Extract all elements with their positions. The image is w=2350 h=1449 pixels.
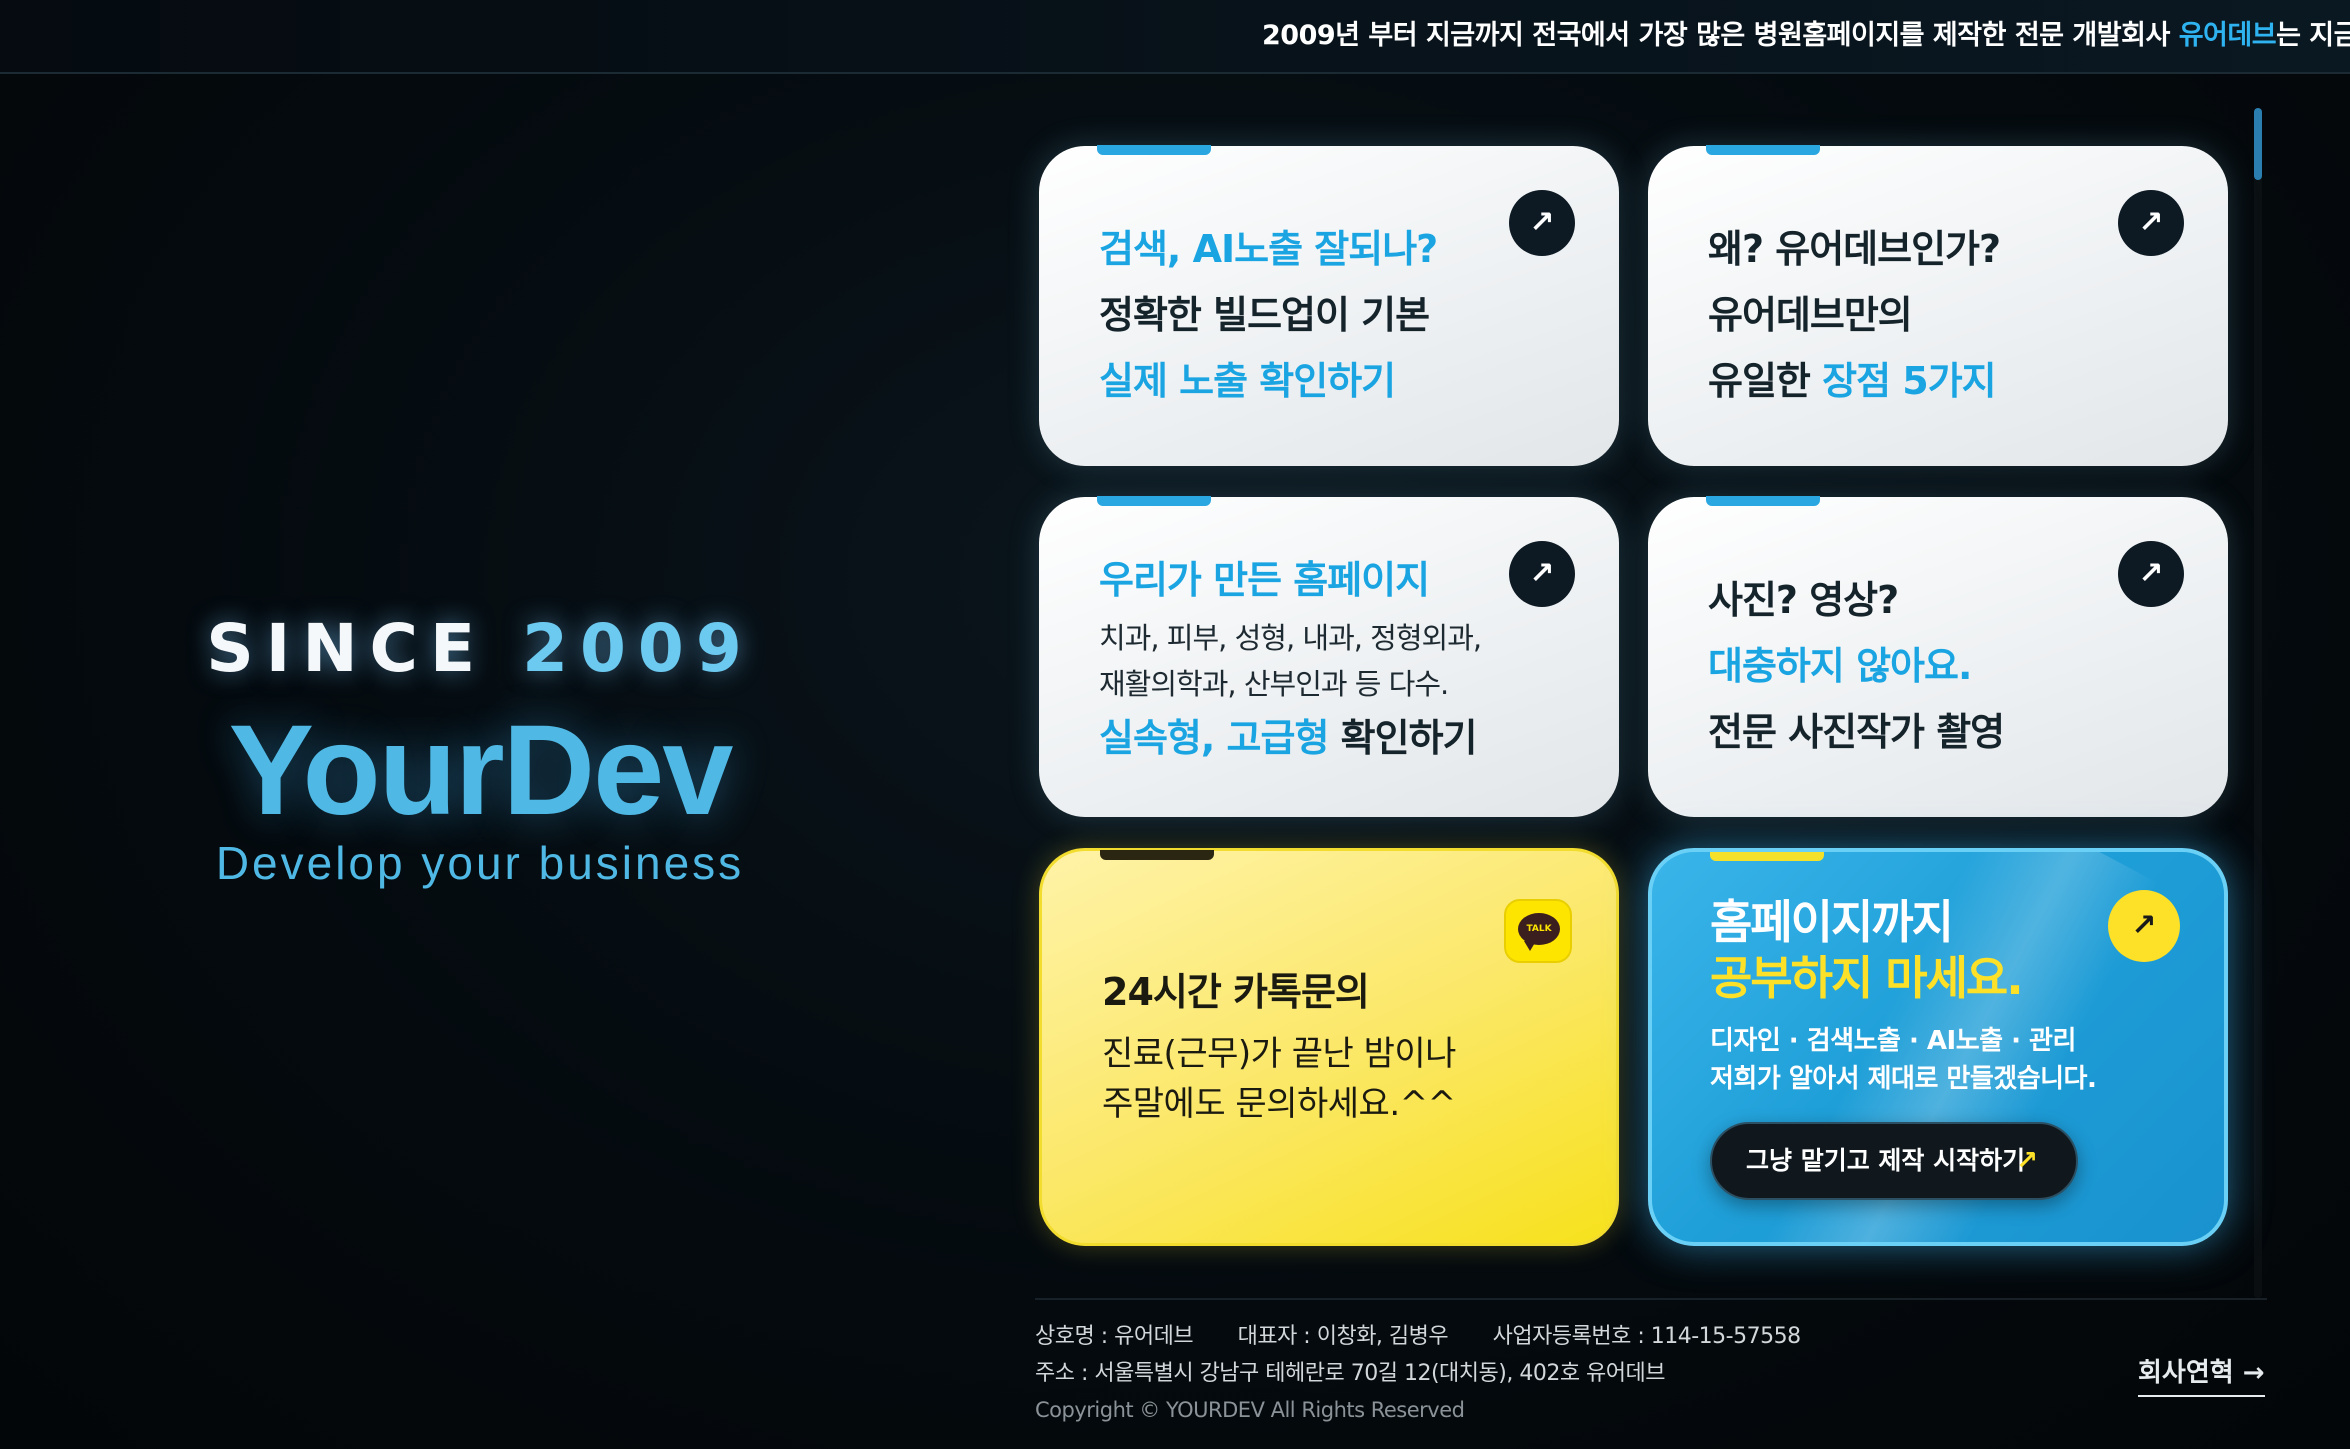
ticker-highlight: 유어데브 (2178, 20, 2277, 51)
card-text-highlight: 대충하지 않아요. (1708, 644, 1972, 688)
card-text: 치과, 피부, 성형, 내과, 정형외과, (1099, 621, 1482, 655)
card-title: 왜? 유어데브인가? (1708, 227, 2001, 271)
start-production-button[interactable]: 그냥 맡기고 제작 시작하기 ↗ (1710, 1122, 2078, 1200)
card-text: 유어데브만의 (1708, 293, 1913, 337)
card-text-suffix: 확인하기 (1328, 716, 1478, 760)
footer-biz-number: 사업자등록번호 : 114-15-57558 (1492, 1324, 1801, 1349)
announcement-ticker: 2009년 부터 지금까지 전국에서 가장 많은 병원홈페이지를 제작한 전문 … (0, 0, 2350, 74)
footer-company: 상호명 : 유어데브 (1035, 1324, 1194, 1349)
since-heading: SINCE 2009 (160, 610, 800, 687)
card-text-highlight: 장점 5가지 (1822, 359, 1997, 403)
card-link-text: 실제 노출 확인하기 (1099, 359, 1396, 403)
card-tab (1097, 496, 1211, 506)
card-text: 진료(근무)가 끝난 밤이나 (1102, 1034, 1456, 1074)
card-link-text: 실속형, 고급형 확인하기 (1099, 705, 1481, 771)
since-label: SINCE (206, 610, 523, 687)
card-text: 주말에도 문의하세요.^^ (1102, 1084, 1456, 1124)
footer-divider (1035, 1298, 2267, 1300)
scrollbar-track[interactable] (2254, 108, 2262, 1298)
cta-title-line2: 공부하지 마세요. (1710, 951, 2024, 1005)
card-tab (1706, 496, 1820, 506)
arrow-up-right-icon[interactable]: ↗ (2118, 190, 2184, 256)
card-tab (1706, 145, 1820, 155)
arrow-up-right-icon: ↗ (2016, 1146, 2038, 1176)
ticker-text-before: 2009년 부터 지금까지 전국에서 가장 많은 병원홈페이지를 제작한 전문 … (1262, 20, 2179, 51)
card-text: 정확한 빌드업이 기본 (1099, 293, 1430, 337)
card-title: 24시간 카톡문의 (1102, 970, 1370, 1014)
card-text-strengths: 유일한 장점 5가지 (1708, 348, 2000, 414)
brand-tagline: Develop your business (215, 837, 745, 889)
arrow-up-right-icon[interactable]: ↗ (2118, 541, 2184, 607)
card-search-exposure[interactable]: ↗ 검색, AI노출 잘되나? 정확한 빌드업이 기본 실제 노출 확인하기 (1039, 145, 1619, 466)
card-tab (1710, 852, 1824, 861)
footer-copyright: Copyright © YOURDEV All Rights Reserved (1035, 1398, 1465, 1422)
card-portfolio[interactable]: ↗ 우리가 만든 홈페이지 치과, 피부, 성형, 내과, 정형외과, 재활의학… (1039, 496, 1619, 817)
start-production-button-label: 그냥 맡기고 제작 시작하기 (1746, 1146, 2026, 1175)
talk-bubble-tail (1524, 941, 1536, 951)
footer-info: 상호명 : 유어데브 대표자 : 이창화, 김병우 사업자등록번호 : 114-… (1035, 1318, 1839, 1429)
footer-row-company: 상호명 : 유어데브 대표자 : 이창화, 김병우 사업자등록번호 : 114-… (1035, 1318, 1839, 1355)
arrow-up-right-icon[interactable]: ↗ (1509, 190, 1575, 256)
cta-title-line1: 홈페이지까지 (1710, 895, 1954, 949)
card-title: 우리가 만든 홈페이지 (1099, 558, 1430, 602)
card-text: 전문 사진작가 촬영 (1708, 710, 2005, 754)
card-text-prefix: 유일한 (1708, 359, 1823, 403)
brand-logo: YourDev (228, 699, 734, 842)
card-start-production[interactable]: ↗ 홈페이지까지 공부하지 마세요. 디자인 · 검색노출 · AI노출 · 관… (1648, 848, 2228, 1246)
talk-bubble: TALK (1518, 913, 1560, 945)
card-why-yourdev[interactable]: ↗ 왜? 유어데브인가? 유어데브만의 유일한 장점 5가지 (1648, 145, 2228, 466)
card-kakao-inquiry[interactable]: TALK 24시간 카톡문의 진료(근무)가 끝난 밤이나 주말에도 문의하세요… (1039, 848, 1619, 1246)
arrow-up-right-icon[interactable]: ↗ (1509, 541, 1575, 607)
ticker-text: 2009년 부터 지금까지 전국에서 가장 많은 병원홈페이지를 제작한 전문 … (1262, 13, 2350, 52)
footer-ceo: 대표자 : 이창화, 김병우 (1237, 1324, 1449, 1349)
ticker-text-after: 는 지금도 병원 (2276, 20, 2350, 51)
footer-address: 주소 : 서울특별시 강남구 테헤란로 70길 12(대치동), 402호 유어… (1035, 1361, 1666, 1386)
kakaotalk-icon[interactable]: TALK (1504, 899, 1572, 963)
brand-block: SINCE 2009 YourDev Develop your business (160, 610, 800, 890)
card-title: 검색, AI노출 잘되나? (1099, 227, 1438, 271)
cta-title: 홈페이지까지 공부하지 마세요. (1710, 894, 2024, 1006)
cta-sub-line2: 저희가 알아서 제대로 만들겠습니다. (1710, 1064, 2097, 1094)
card-photo-video[interactable]: ↗ 사진? 영상? 대충하지 않아요. 전문 사진작가 촬영 (1648, 496, 2228, 817)
scrollbar-thumb[interactable] (2254, 108, 2262, 180)
arrow-up-right-icon[interactable]: ↗ (2108, 890, 2180, 962)
card-text-highlight: 실속형, 고급형 (1099, 716, 1329, 760)
card-tab (1097, 145, 1211, 155)
card-tab (1100, 850, 1214, 860)
company-history-link[interactable]: 회사연혁 → (2138, 1352, 2265, 1397)
cta-sub-line1: 디자인 · 검색노출 · AI노출 · 관리 (1710, 1026, 2076, 1056)
since-year: 2009 (522, 610, 754, 687)
cta-subtitle: 디자인 · 검색노출 · AI노출 · 관리 저희가 알아서 제대로 만들겠습니… (1710, 1022, 2097, 1098)
card-title: 사진? 영상? (1708, 578, 1899, 622)
card-text: 재활의학과, 산부인과 등 다수. (1099, 667, 1449, 701)
